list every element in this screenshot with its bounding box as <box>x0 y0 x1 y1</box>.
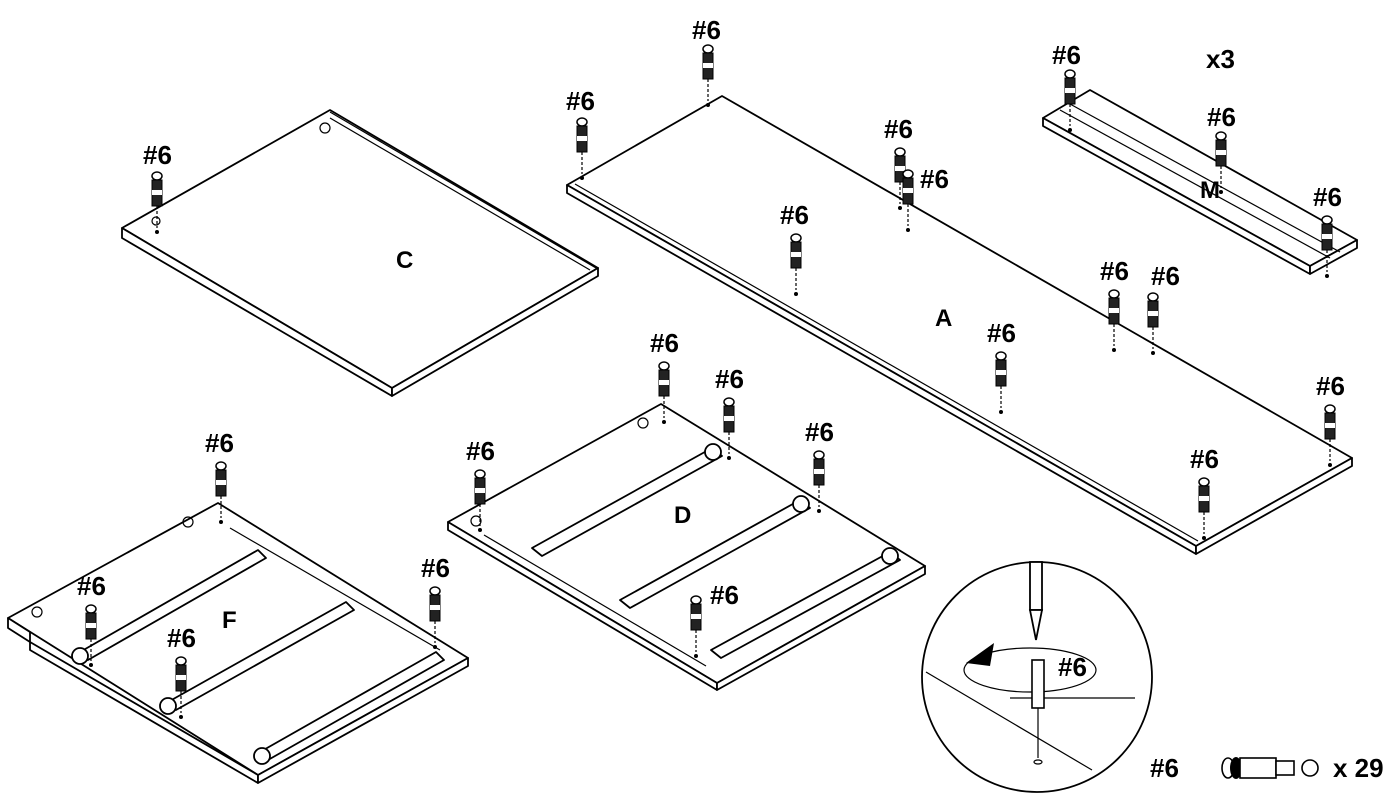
cam-bolt <box>429 586 441 649</box>
legend-quantity: x 29 <box>1333 753 1384 783</box>
panel-m <box>1042 89 1358 275</box>
cam-bolt <box>175 656 187 719</box>
cam-bolt <box>1324 404 1336 467</box>
part-code-label: #6 <box>884 114 913 144</box>
cam-bolt-icon <box>1221 757 1319 779</box>
part-code-label: #6 <box>421 553 450 583</box>
panel-a <box>566 95 1353 555</box>
part-code-label: #6 <box>715 364 744 394</box>
part-code-label: #6 <box>466 436 495 466</box>
legend-code: #6 <box>1150 753 1179 783</box>
panel-label-a: A <box>935 305 952 332</box>
part-code-label: #6 <box>1207 102 1236 132</box>
part-code-label: #6 <box>805 417 834 447</box>
part-code-label: #6 <box>1190 444 1219 474</box>
part-code-label: #6 <box>987 318 1016 348</box>
cam-bolt <box>658 361 670 424</box>
part-code-label: #6 <box>1058 652 1087 682</box>
part-code-label: #6 <box>650 328 679 358</box>
part-code-label: #6 <box>167 623 196 653</box>
cam-bolt <box>702 44 714 107</box>
cam-bolt <box>1321 215 1333 278</box>
part-code-label: #6 <box>1313 182 1342 212</box>
cam-bolt <box>894 147 906 210</box>
panel-label-f: F <box>222 607 237 634</box>
cam-bolt <box>690 595 702 658</box>
part-code-label: #6 <box>77 571 106 601</box>
part-code-label: #6 <box>1100 256 1129 286</box>
cam-bolt <box>215 461 227 524</box>
cam-bolt <box>813 450 825 513</box>
cam-bolt <box>723 397 735 460</box>
part-code-label: #6 <box>1316 371 1345 401</box>
cam-bolt <box>902 169 914 232</box>
cam-bolt <box>1215 131 1227 194</box>
quantity-m: x3 <box>1206 44 1235 74</box>
cam-bolt <box>1108 289 1120 352</box>
part-code-label: #6 <box>710 580 739 610</box>
panel-f <box>7 502 469 784</box>
panel-label-d: D <box>674 502 691 529</box>
cam-bolt <box>995 351 1007 414</box>
cam-bolt <box>1064 69 1076 132</box>
cam-bolt <box>151 171 163 234</box>
part-code-label: #6 <box>1052 40 1081 70</box>
part-code-label: #6 <box>1151 261 1180 291</box>
cam-bolt <box>576 117 588 180</box>
cam-bolt <box>1198 477 1210 540</box>
panel-c <box>121 109 599 397</box>
part-code-label: #6 <box>780 200 809 230</box>
part-code-label: #6 <box>920 164 949 194</box>
panel-d <box>447 403 926 691</box>
panel-label-c: C <box>396 247 413 274</box>
cam-bolt <box>85 604 97 667</box>
cam-bolt <box>790 233 802 296</box>
cam-bolts <box>85 44 1336 719</box>
detail-circle <box>921 561 1153 793</box>
part-labels: #6#6#6#6#6#6#6#6#6#6#6#6#6#6#6#6#6#6#6#6… <box>77 15 1345 682</box>
panel-label-m: M <box>1200 177 1220 204</box>
part-code-label: #6 <box>143 140 172 170</box>
part-code-label: #6 <box>566 86 595 116</box>
cam-bolt <box>1147 292 1159 355</box>
part-code-label: #6 <box>205 428 234 458</box>
part-code-label: #6 <box>692 15 721 45</box>
parts-legend: #6 x 29 <box>1150 753 1384 783</box>
screwdriver-rotate-icon <box>963 561 1097 765</box>
cam-bolt <box>474 469 486 532</box>
